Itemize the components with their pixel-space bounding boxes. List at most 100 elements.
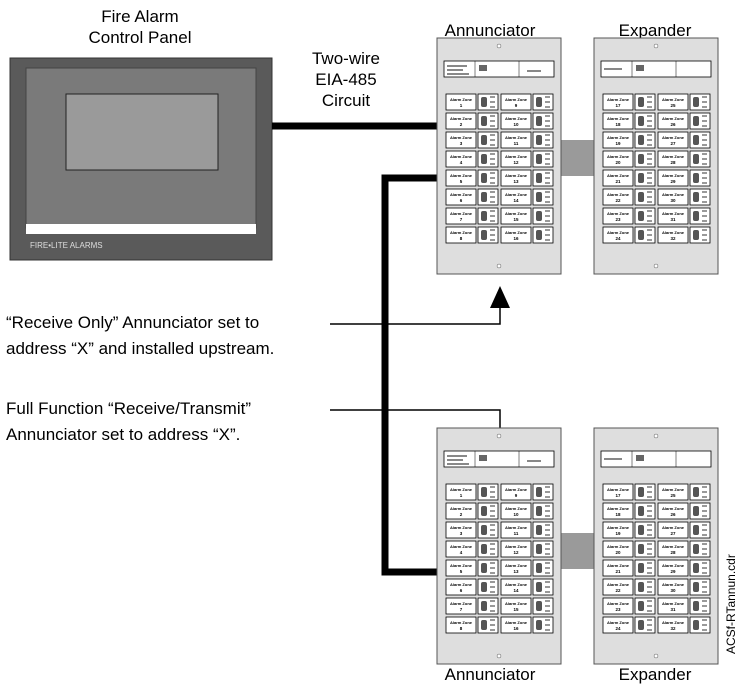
svg-text:Alarm Zone: Alarm Zone — [505, 506, 528, 511]
svg-text:Alarm Zone: Alarm Zone — [662, 230, 685, 235]
svg-text:12: 12 — [513, 160, 519, 165]
svg-text:20: 20 — [615, 550, 621, 555]
svg-text:Alarm Zone: Alarm Zone — [662, 192, 685, 197]
svg-text:Alarm Zone: Alarm Zone — [607, 154, 630, 159]
svg-text:4: 4 — [460, 160, 463, 165]
svg-text:22: 22 — [615, 198, 621, 203]
svg-text:Alarm Zone: Alarm Zone — [662, 620, 685, 625]
svg-text:Alarm Zone: Alarm Zone — [505, 135, 528, 140]
receive-only-note: “Receive Only” Annunciator set to addres… — [6, 312, 274, 359]
svg-text:28: 28 — [670, 160, 676, 165]
svg-text:25: 25 — [670, 103, 676, 108]
svg-text:Alarm Zone: Alarm Zone — [607, 544, 630, 549]
svg-text:19: 19 — [615, 141, 621, 146]
svg-text:Alarm Zone: Alarm Zone — [662, 544, 685, 549]
svg-text:Alarm Zone: Alarm Zone — [607, 230, 630, 235]
svg-text:Alarm Zone: Alarm Zone — [450, 506, 473, 511]
svg-text:12: 12 — [513, 550, 519, 555]
svg-text:11: 11 — [514, 141, 519, 146]
panel-title-line2: Control Panel — [88, 28, 192, 47]
svg-text:28: 28 — [670, 550, 676, 555]
svg-text:2: 2 — [460, 512, 463, 517]
eia485-wiring — [272, 122, 440, 576]
svg-text:Alarm Zone: Alarm Zone — [662, 582, 685, 587]
svg-text:Alarm Zone: Alarm Zone — [662, 487, 685, 492]
svg-text:Alarm Zone: Alarm Zone — [505, 582, 528, 587]
svg-text:Alarm Zone: Alarm Zone — [450, 563, 473, 568]
receive-only-line2: address “X” and installed upstream. — [6, 339, 275, 358]
svg-text:5: 5 — [460, 179, 463, 184]
svg-text:17: 17 — [615, 103, 621, 108]
svg-text:10: 10 — [513, 122, 519, 127]
svg-text:27: 27 — [670, 141, 676, 146]
svg-text:Alarm Zone: Alarm Zone — [505, 230, 528, 235]
circuit-label-line3: Circuit — [321, 91, 371, 110]
circuit-label: Two-wire EIA-485 Circuit — [296, 48, 396, 111]
svg-text:30: 30 — [670, 588, 676, 593]
circuit-label-line2: EIA-485 — [315, 70, 377, 89]
svg-text:Alarm Zone: Alarm Zone — [607, 563, 630, 568]
svg-text:Alarm Zone: Alarm Zone — [505, 544, 528, 549]
svg-text:Alarm Zone: Alarm Zone — [662, 211, 685, 216]
svg-text:7: 7 — [460, 607, 463, 612]
svg-text:17: 17 — [615, 493, 621, 498]
svg-text:Alarm Zone: Alarm Zone — [607, 116, 630, 121]
svg-text:Alarm Zone: Alarm Zone — [607, 135, 630, 140]
svg-text:Alarm Zone: Alarm Zone — [450, 544, 473, 549]
svg-text:Alarm Zone: Alarm Zone — [607, 97, 630, 102]
svg-text:Alarm Zone: Alarm Zone — [450, 582, 473, 587]
ribbon-top — [560, 140, 596, 176]
svg-text:8: 8 — [460, 626, 463, 631]
svg-text:Alarm Zone: Alarm Zone — [607, 601, 630, 606]
svg-text:29: 29 — [670, 569, 676, 574]
svg-text:Alarm Zone: Alarm Zone — [450, 116, 473, 121]
svg-text:Alarm Zone: Alarm Zone — [607, 506, 630, 511]
svg-text:31: 31 — [670, 607, 676, 612]
svg-text:Alarm Zone: Alarm Zone — [505, 487, 528, 492]
svg-text:Alarm Zone: Alarm Zone — [450, 173, 473, 178]
control-panel: FIRE•LITE ALARMS — [9, 57, 273, 261]
svg-text:9: 9 — [515, 493, 518, 498]
svg-text:30: 30 — [670, 198, 676, 203]
svg-text:Alarm Zone: Alarm Zone — [662, 135, 685, 140]
svg-text:25: 25 — [670, 493, 676, 498]
svg-text:22: 22 — [615, 588, 621, 593]
svg-text:1: 1 — [460, 103, 463, 108]
svg-text:Alarm Zone: Alarm Zone — [505, 154, 528, 159]
svg-text:6: 6 — [460, 198, 463, 203]
svg-text:Alarm Zone: Alarm Zone — [505, 601, 528, 606]
